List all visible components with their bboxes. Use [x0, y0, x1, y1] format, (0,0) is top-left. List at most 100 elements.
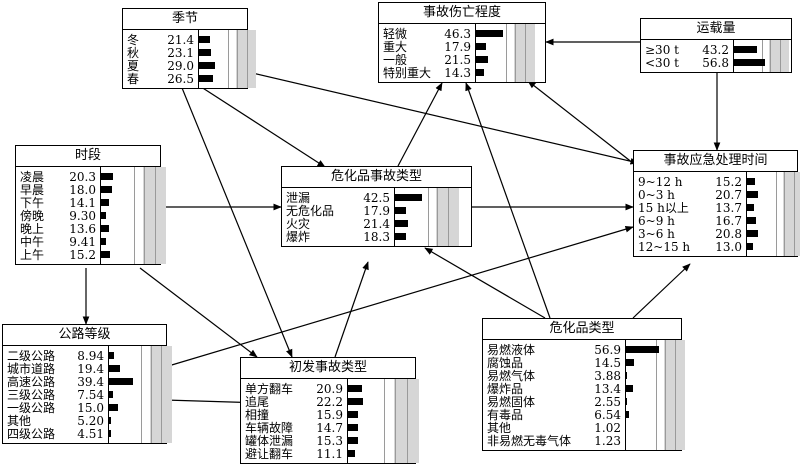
belief-bar [347, 424, 358, 431]
state-label: 易燃固体 [487, 395, 536, 409]
state-value: 20.9 [316, 382, 343, 396]
belief-bar [347, 437, 359, 444]
state-value: 13.7 [715, 201, 742, 215]
belief-bar-column [475, 24, 535, 82]
state-label: 秋 [127, 46, 140, 60]
belief-bar [746, 243, 754, 250]
state-label: 12~15 h [638, 240, 691, 254]
state-label: 3~6 h [638, 227, 675, 241]
state-label: 四级公路 [7, 427, 56, 441]
state-value: 8.94 [77, 349, 104, 363]
belief-bar [625, 346, 660, 353]
state-value: 56.8 [702, 56, 729, 70]
belief-bar [733, 59, 765, 66]
state-value: 11.1 [316, 447, 343, 461]
bar-column-tick [394, 379, 396, 463]
edge-period-initial [139, 267, 258, 358]
belief-bar [475, 56, 488, 63]
node-initial-title: 初发事故类型 [241, 358, 415, 379]
state-label: 15 h以上 [638, 201, 689, 215]
node-hazard-title: 危化品事故类型 [282, 167, 471, 188]
state-value: 15.0 [77, 401, 104, 415]
bar-column-tick [525, 24, 527, 82]
belief-bar [108, 404, 118, 411]
bar-column-tick [407, 379, 409, 463]
belief-bar [198, 36, 211, 43]
bar-column-tick [246, 30, 248, 88]
belief-bar [347, 450, 355, 457]
state-row[interactable]: 15 h以上 13.7 [634, 201, 800, 215]
state-label: 9~12 h [638, 175, 683, 189]
state-value: 14.5 [594, 356, 621, 370]
bar-column-shade [436, 188, 459, 246]
node-response-title: 事故应急处理时间 [634, 151, 797, 172]
belief-bar [108, 430, 111, 437]
state-label: 春 [127, 72, 140, 86]
belief-bar [394, 233, 406, 240]
bar-column-tick [141, 346, 142, 443]
state-value: 15.2 [715, 175, 742, 189]
belief-bar [198, 49, 212, 56]
belief-bar [108, 378, 134, 385]
state-value: 6.54 [594, 408, 621, 422]
state-row[interactable]: 9~12 h 15.2 [634, 175, 800, 189]
